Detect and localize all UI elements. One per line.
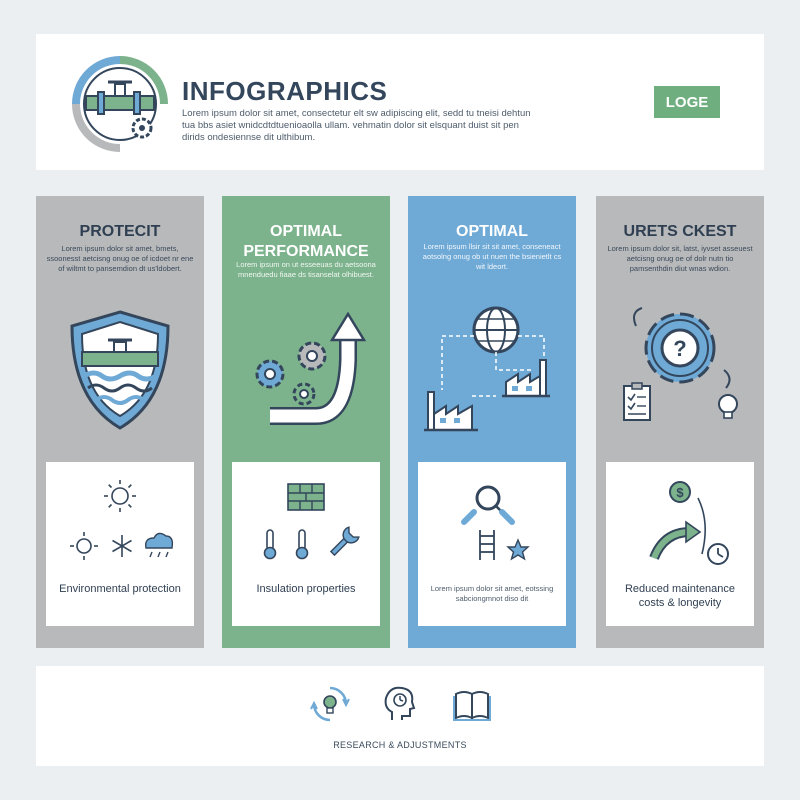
globe-factories-network-icon — [424, 306, 550, 432]
column-title: OPTIMAL PERFORMANCE — [243, 223, 369, 260]
card-insulation: Insulation properties — [232, 462, 380, 626]
wrench-icon — [329, 526, 360, 557]
column-optimal: OPTIMAL Lorem ipsum llsir sit sit amet, … — [408, 196, 576, 648]
pipe-valve-gear-logo-icon — [72, 56, 168, 152]
card-label: Reduced maintenance costs & longevity — [624, 583, 736, 609]
column-title: OPTIMAL — [456, 223, 528, 240]
snowflake-icon — [112, 535, 132, 557]
card-optimal: Lorem ipsum dolor sit amet, eotssing sab… — [418, 462, 566, 626]
header-panel: INFOGRAPHICS Lorem ipsum dolor sit amet,… — [36, 34, 764, 170]
card-label: Environmental protection — [59, 583, 181, 595]
growth-arrow-icon — [649, 497, 706, 561]
column-description: Lorem ipsum llsir sit sit amet, consenea… — [422, 242, 562, 271]
column-description: Lorem ipsum dolor sit amet, bmets, ssoon… — [46, 244, 194, 273]
column-description: Lorem ipsum on ut esseeuas du aetsoona m… — [236, 260, 376, 279]
svg-text:$: $ — [676, 485, 684, 500]
lightbulb-cycle-icon — [310, 686, 350, 722]
card-environmental: Environmental protection — [46, 462, 194, 626]
footer-label: RESEARCH & ADJUSTMENTS — [333, 740, 467, 750]
footer-panel: RESEARCH & ADJUSTMENTS — [36, 666, 764, 766]
column-description: Lorem ipsum dolor sit, latst, iyvset ass… — [607, 244, 753, 273]
rain-cloud-icon — [144, 532, 174, 558]
column-urets-ckest: URETS CKEST Lorem ipsum dolor sit, latst… — [596, 196, 764, 648]
column-title: URETS CKEST — [623, 223, 737, 240]
card-label: Lorem ipsum dolor sit amet, eotssing sab… — [430, 584, 554, 603]
column-title: PROTECIT — [79, 223, 161, 240]
thermometer-icon — [263, 529, 277, 560]
thermometer-icon — [295, 529, 309, 560]
shield-pipe-waves-icon — [70, 310, 170, 430]
star-icon — [506, 538, 530, 561]
svg-text:?: ? — [673, 336, 686, 361]
sun-icon — [104, 480, 136, 512]
card-label: Insulation properties — [256, 583, 356, 595]
magnifier-icon — [461, 485, 515, 525]
sun-icon — [70, 532, 98, 560]
gear-question-icon: ? — [623, 307, 738, 421]
dollar-coin-icon: $ — [669, 481, 691, 503]
page-subtitle: Lorem ipsum dolor sit amet, consectetur … — [182, 108, 531, 143]
column-optimal-performance: OPTIMAL PERFORMANCE Lorem ipsum on ut es… — [222, 196, 390, 648]
head-clock-icon — [384, 686, 416, 720]
brick-wall-icon — [287, 483, 325, 511]
column-protect: PROTECIT Lorem ipsum dolor sit amet, bme… — [36, 196, 204, 648]
ladder-icon — [479, 530, 495, 560]
card-maintenance: $ Reduced maintenance costs & longevity — [606, 462, 754, 626]
logo-button[interactable]: LOGE — [654, 86, 720, 118]
open-book-icon — [453, 691, 491, 721]
page-title: INFOGRAPHICS — [182, 76, 388, 106]
gears-arrow-up-icon — [255, 311, 367, 425]
clock-icon — [707, 543, 729, 565]
